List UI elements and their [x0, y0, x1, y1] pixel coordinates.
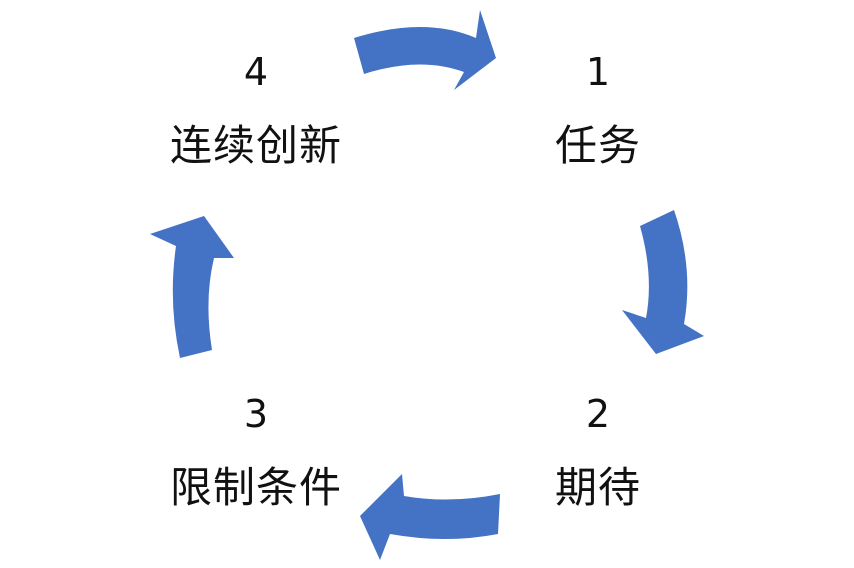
step-3: 3 限制条件 [146, 390, 366, 514]
right-arrow-icon [622, 210, 704, 354]
step-2: 2 期待 [488, 390, 708, 514]
step-number: 2 [585, 392, 611, 436]
step-1: 1 任务 [488, 48, 708, 172]
step-number: 1 [585, 50, 611, 94]
step-4: 4 连续创新 [146, 48, 366, 172]
step-label: 限制条件 [169, 463, 342, 512]
left-arrow-icon [150, 216, 234, 358]
step-label: 任务 [554, 121, 641, 170]
bottom-arrow-icon [360, 474, 500, 560]
step-number: 3 [243, 392, 269, 436]
step-label: 期待 [554, 463, 641, 512]
top-arrow-icon [354, 10, 496, 90]
step-number: 4 [243, 50, 269, 94]
step-label: 连续创新 [169, 121, 342, 170]
